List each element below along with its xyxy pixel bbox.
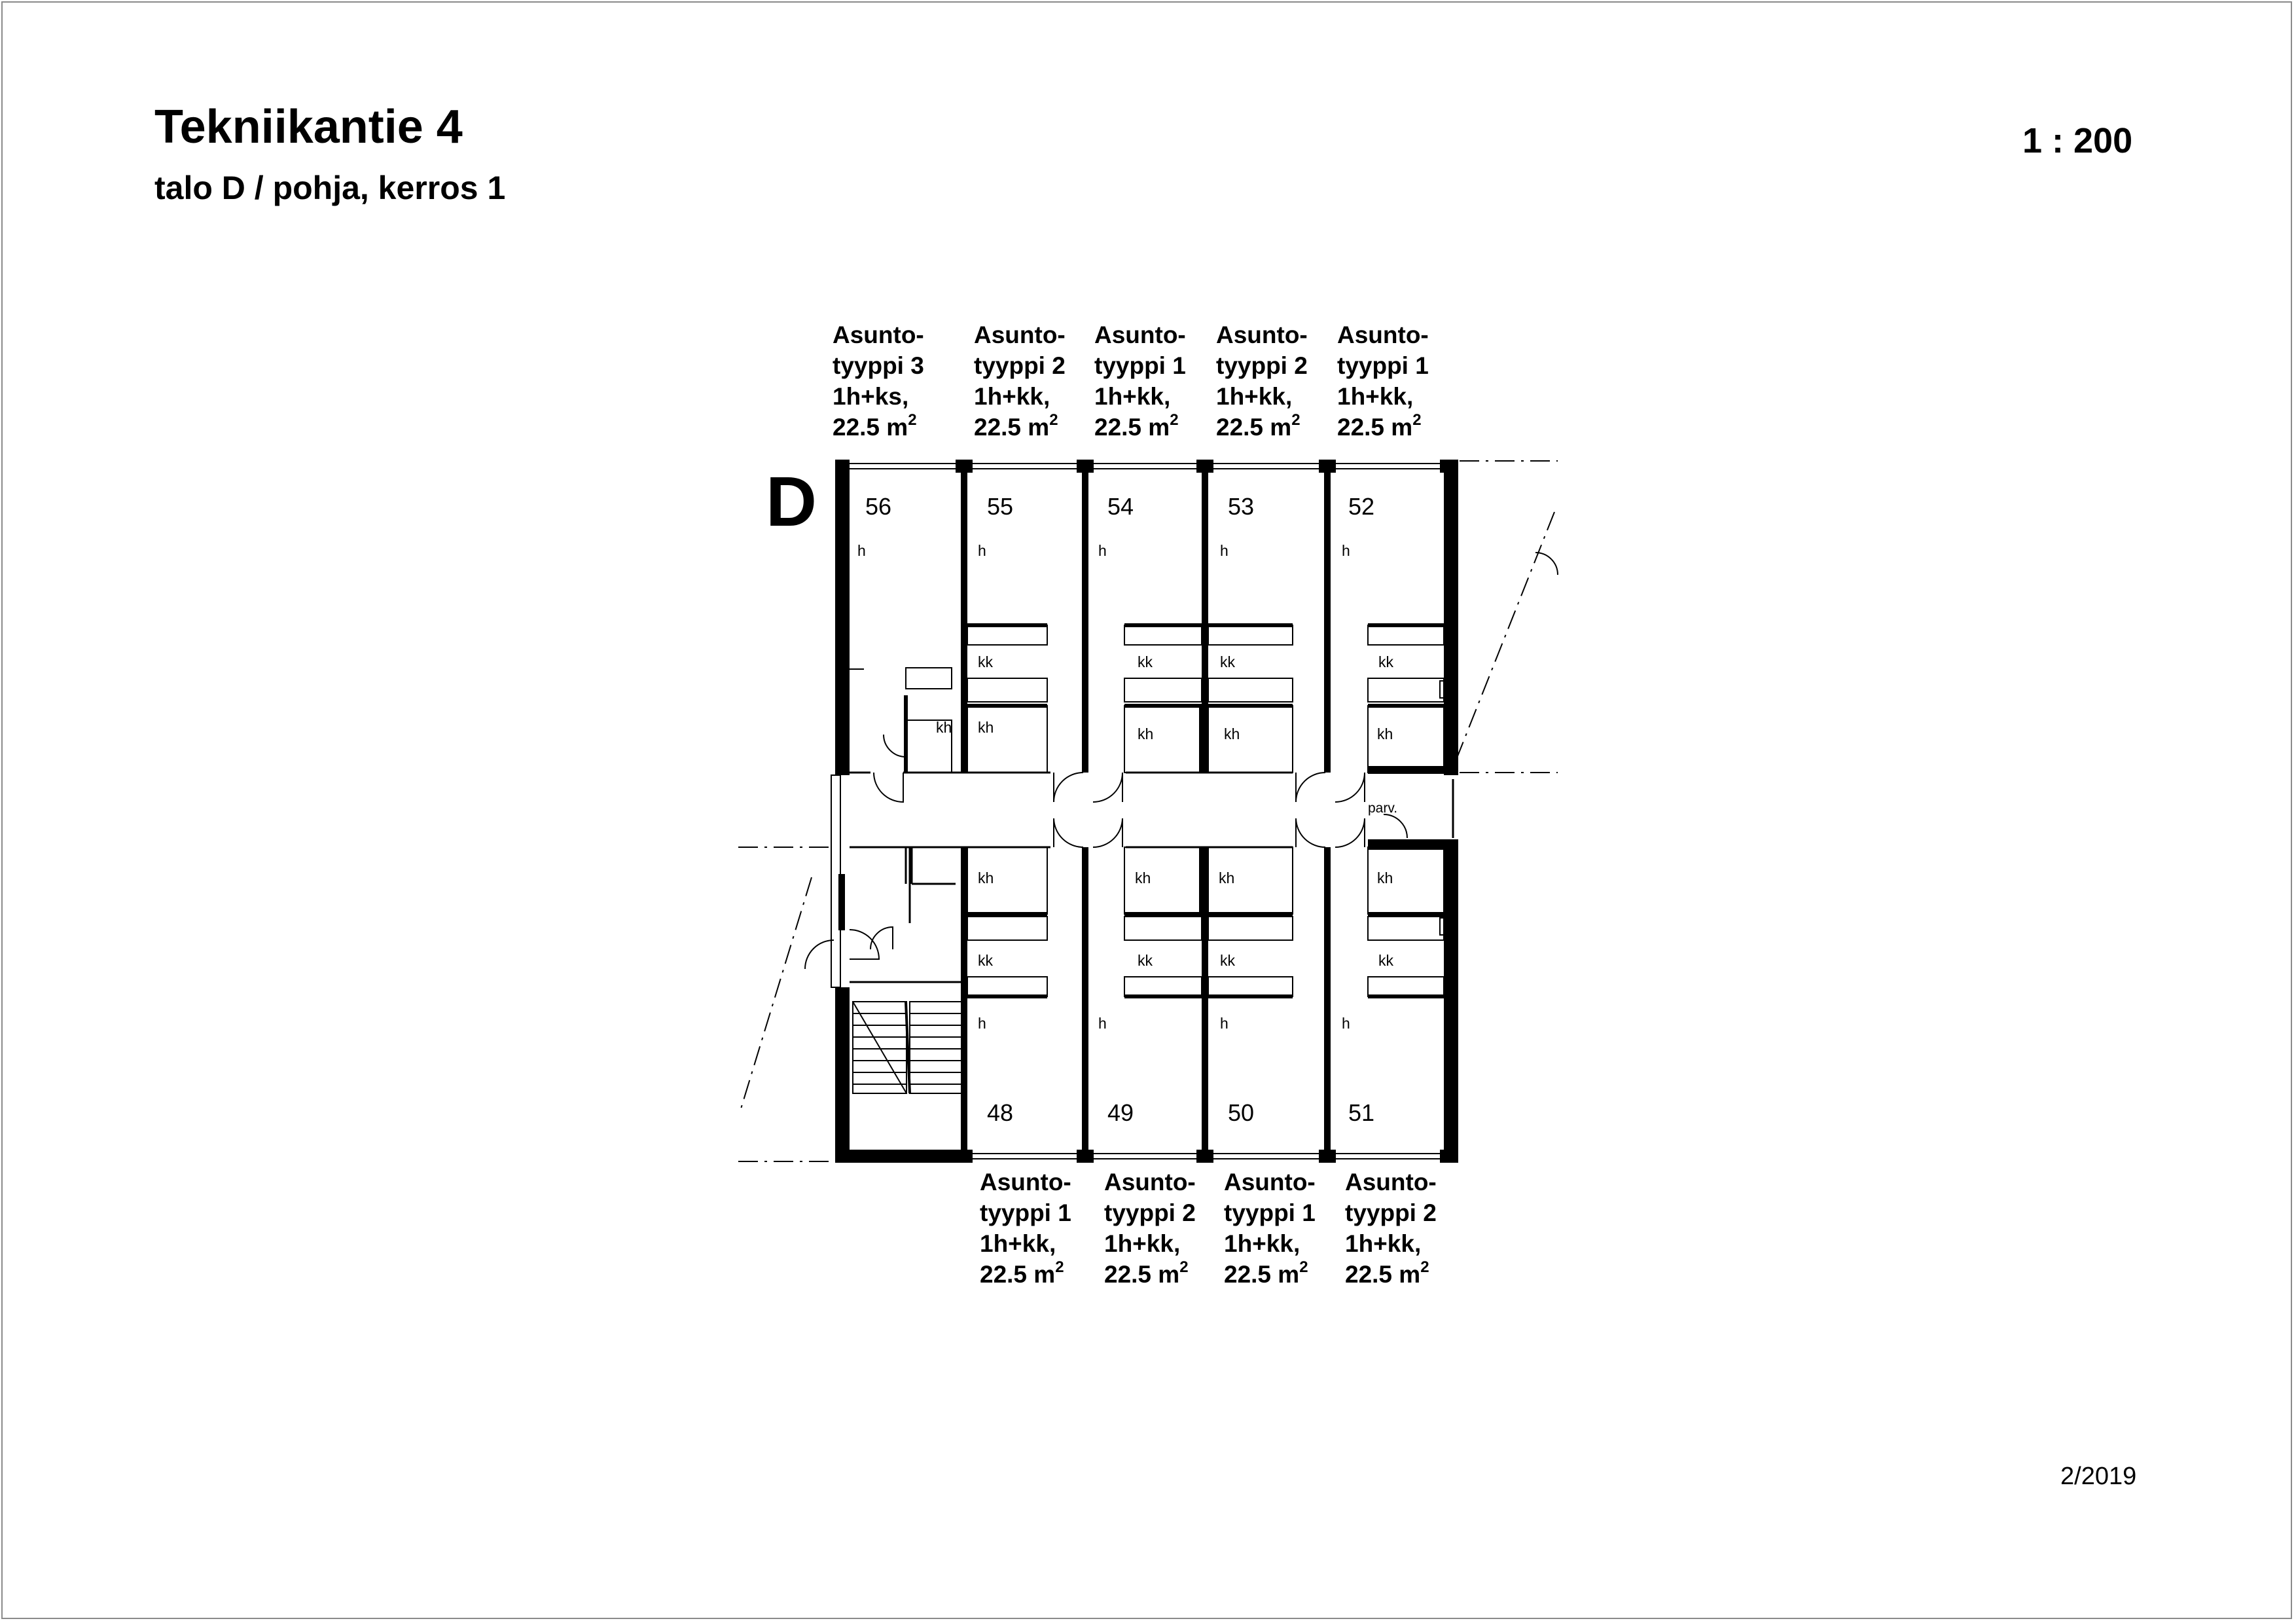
apartment-type-heading: Asunto- xyxy=(833,321,924,348)
room-label-living: h xyxy=(1220,1015,1229,1032)
apartment-description-49: Asunto- tyyppi 2 1h+kk, 22.5 m2 xyxy=(1104,1167,1196,1293)
drawing-title: Tekniikantie 4 xyxy=(154,101,463,153)
doors xyxy=(804,552,1558,970)
room-label-kitchenette: kk xyxy=(1220,952,1235,969)
room-label-living: h xyxy=(978,542,986,559)
apartment-description-51: Asunto- tyyppi 2 1h+kk, 22.5 m2 xyxy=(1345,1167,1437,1293)
apartment-number: 51 xyxy=(1348,1099,1375,1126)
drawing-subtitle: talo D / pohja, kerros 1 xyxy=(154,170,506,206)
apartment-area: 22.5 m2 xyxy=(1345,1258,1429,1288)
apartment-rooms: 1h+kk, xyxy=(974,383,1050,410)
apartment-area: 22.5 m2 xyxy=(1094,411,1179,441)
apartment-rooms: 1h+kk, xyxy=(1345,1230,1422,1257)
room-label-kitchenette: kk xyxy=(978,952,993,969)
apartment-description-48: Asunto- tyyppi 1 1h+kk, 22.5 m2 xyxy=(980,1167,1071,1293)
apartment-type-heading: Asunto- xyxy=(980,1169,1071,1195)
apartment-area: 22.5 m2 xyxy=(1216,411,1300,441)
apartment-number: 56 xyxy=(865,493,892,520)
staircase xyxy=(852,1001,964,1094)
windows xyxy=(831,463,1440,1159)
room-label-bathroom: kh xyxy=(1135,869,1151,886)
apartment-description-52: Asunto- tyyppi 1 1h+kk, 22.5 m2 xyxy=(1337,319,1429,446)
room-label-bathroom: kh xyxy=(1219,869,1235,886)
apartment-type: tyyppi 1 xyxy=(1094,352,1186,379)
room-label-balcony: parv. xyxy=(1368,801,1398,816)
grid-lines xyxy=(738,460,1558,1162)
apartment-number: 53 xyxy=(1228,493,1255,520)
bottom-apartment-interiors xyxy=(967,680,1448,998)
apartment-rooms: 1h+kk, xyxy=(1224,1230,1300,1257)
apartment-rooms: 1h+kk, xyxy=(980,1230,1056,1257)
apartment-number: 48 xyxy=(987,1099,1014,1126)
apartment-number: 52 xyxy=(1348,493,1375,520)
room-label-living: h xyxy=(1220,542,1229,559)
house-label: D xyxy=(766,462,817,541)
room-label-bathroom: kh xyxy=(936,719,952,736)
apartment-rooms: 1h+kk, xyxy=(1337,383,1414,410)
apartment-type: tyyppi 2 xyxy=(1104,1199,1196,1226)
apartment-type: tyyppi 1 xyxy=(1224,1199,1316,1226)
apartment-area: 22.5 m2 xyxy=(974,411,1058,441)
room-label-kitchenette: kk xyxy=(1138,653,1153,670)
room-label-kitchenette: kk xyxy=(1138,952,1153,969)
room-label-kitchenette: kk xyxy=(1220,653,1235,670)
room-label-living: h xyxy=(1342,1015,1350,1032)
apartment-description-55: Asunto- tyyppi 2 1h+kk, 22.5 m2 xyxy=(974,319,1066,446)
apartment-type-heading: Asunto- xyxy=(1094,321,1186,348)
room-label-kitchenette: kk xyxy=(1378,952,1393,969)
apartment-type: tyyppi 2 xyxy=(1216,352,1308,379)
apartment-rooms: 1h+ks, xyxy=(833,383,909,410)
apartment-description-54: Asunto- tyyppi 1 1h+kk, 22.5 m2 xyxy=(1094,319,1186,446)
revision-date: 2/2019 xyxy=(2060,1463,2137,1490)
apartment-number: 54 xyxy=(1107,493,1134,520)
room-label-bathroom: kh xyxy=(1377,725,1393,742)
apartment-type-heading: Asunto- xyxy=(1216,321,1308,348)
apartment-area: 22.5 m2 xyxy=(1104,1258,1189,1288)
room-label-bathroom: kh xyxy=(1138,725,1154,742)
apartment-type-heading: Asunto- xyxy=(1224,1169,1316,1195)
corridor-walls xyxy=(850,771,1454,983)
apartment-description-50: Asunto- tyyppi 1 1h+kk, 22.5 m2 xyxy=(1224,1167,1316,1293)
room-label-kitchenette: kk xyxy=(1378,653,1393,670)
apartment-area: 22.5 m2 xyxy=(980,1258,1064,1288)
apartment-type: tyyppi 3 xyxy=(833,352,924,379)
scale-label: 1 : 200 xyxy=(2022,121,2133,160)
apartment-area: 22.5 m2 xyxy=(833,411,917,441)
apartment-number: 50 xyxy=(1228,1099,1255,1126)
room-label-living: h xyxy=(857,542,866,559)
room-label-living: h xyxy=(978,1015,986,1032)
apartment-area: 22.5 m2 xyxy=(1337,411,1422,441)
apartment-rooms: 1h+kk, xyxy=(1216,383,1293,410)
apartment-number: 55 xyxy=(987,493,1014,520)
top-apartment-interiors xyxy=(850,623,1444,773)
room-label-bathroom: kh xyxy=(1377,869,1393,886)
room-label-bathroom: kh xyxy=(1224,725,1240,742)
room-label-kitchenette: kk xyxy=(978,653,993,670)
apartment-rooms: 1h+kk, xyxy=(1094,383,1171,410)
structural-walls xyxy=(835,460,1458,1163)
apartment-type-heading: Asunto- xyxy=(1337,321,1429,348)
apartment-type-heading: Asunto- xyxy=(1345,1169,1437,1195)
apartment-type-heading: Asunto- xyxy=(974,321,1066,348)
apartment-type: tyyppi 2 xyxy=(974,352,1066,379)
room-label-bathroom: kh xyxy=(978,719,994,736)
room-label-living: h xyxy=(1098,1015,1107,1032)
apartment-area: 22.5 m2 xyxy=(1224,1258,1308,1288)
apartment-description-53: Asunto- tyyppi 2 1h+kk, 22.5 m2 xyxy=(1216,319,1308,446)
room-label-living: h xyxy=(1098,542,1107,559)
apartment-number: 49 xyxy=(1107,1099,1134,1126)
apartment-type: tyyppi 2 xyxy=(1345,1199,1437,1226)
apartment-type: tyyppi 1 xyxy=(980,1199,1071,1226)
apartment-type: tyyppi 1 xyxy=(1337,352,1429,379)
apartment-description-56: Asunto- tyyppi 3 1h+ks, 22.5 m2 xyxy=(833,319,924,446)
apartment-rooms: 1h+kk, xyxy=(1104,1230,1181,1257)
room-label-bathroom: kh xyxy=(978,869,994,886)
room-label-living: h xyxy=(1342,542,1350,559)
apartment-type-heading: Asunto- xyxy=(1104,1169,1196,1195)
